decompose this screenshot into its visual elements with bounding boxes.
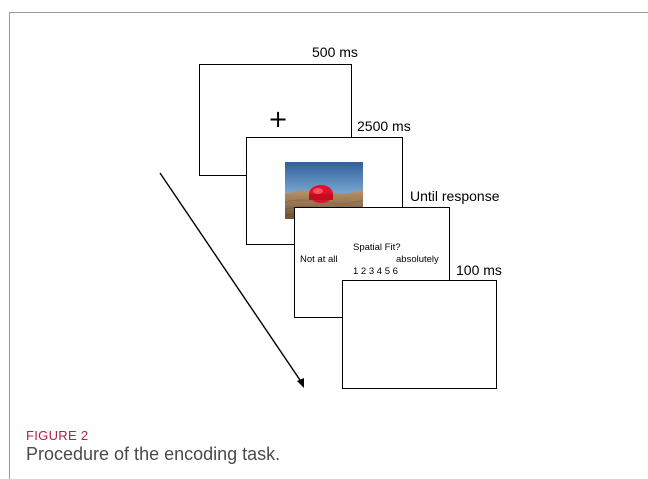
blank-frame <box>342 280 497 389</box>
rating-scale-left-label: Not at all <box>300 254 338 265</box>
stimulus-duration: 2500 ms <box>357 118 411 134</box>
fixation-duration: 500 ms <box>312 44 358 60</box>
figure-caption: Procedure of the encoding task. <box>26 444 281 464</box>
rating-duration: Until response <box>410 188 500 204</box>
rating-scale-right-label: absolutely <box>396 254 439 265</box>
fixation-cross: + <box>268 105 289 133</box>
blank-duration: 100 ms <box>456 262 502 278</box>
rating-question: Spatial Fit? <box>353 242 401 253</box>
figure-top-rule <box>9 12 648 13</box>
rating-scale-numbers: 1 2 3 4 5 6 <box>353 266 398 277</box>
figure-label: FIGURE 2 <box>26 428 89 443</box>
figure-left-rule <box>9 12 10 479</box>
